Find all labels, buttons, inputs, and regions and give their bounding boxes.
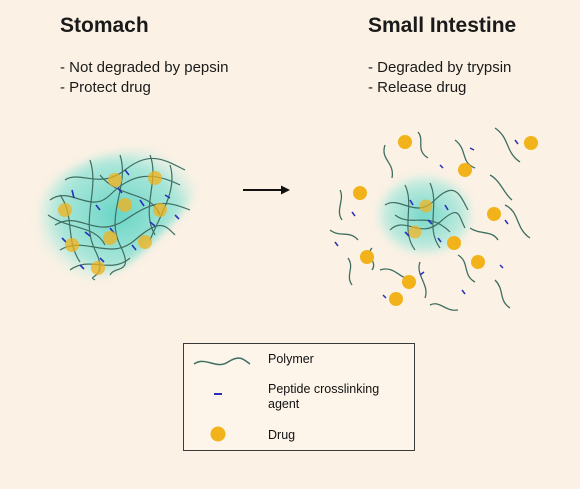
intestine-bullets: - Degraded by trypsin - Release drug	[368, 58, 511, 98]
intestine-bullet-1: - Degraded by trypsin	[368, 59, 512, 76]
drug-dot-icon	[210, 426, 226, 442]
legend-drug-label: Drug	[268, 428, 296, 442]
intestine-title: Small Intestine	[368, 14, 517, 37]
intestine-bullet-2: - Release drug	[368, 79, 467, 96]
legend-box: Polymer Peptide crosslinking agent Drug	[183, 343, 415, 451]
stomach-title: Stomach	[60, 14, 149, 37]
stomach-bullets: - Not degraded by pepsin - Protect drug	[60, 58, 228, 98]
intestine-released-drug	[353, 135, 538, 306]
intestine-trapped-drug	[408, 199, 433, 239]
stomach-bullet-2: - Protect drug	[60, 79, 151, 96]
intestine-polymer-core	[384, 182, 469, 251]
stomach-gel	[39, 147, 199, 281]
intestine-free-peptides	[334, 139, 519, 299]
intestine-gel	[329, 127, 538, 311]
legend-polymer-label: Polymer	[268, 352, 314, 366]
stomach-bullet-1: - Not degraded by pepsin	[60, 59, 229, 76]
polymer-strand-icon	[193, 357, 251, 366]
intestine-gel-cloud	[377, 175, 473, 255]
legend-peptide-label: Peptide crosslinking agent	[268, 382, 380, 411]
stomach-drug-dots	[58, 171, 167, 275]
arrow-right-icon	[243, 185, 290, 195]
intestine-peptide-core	[404, 199, 449, 243]
